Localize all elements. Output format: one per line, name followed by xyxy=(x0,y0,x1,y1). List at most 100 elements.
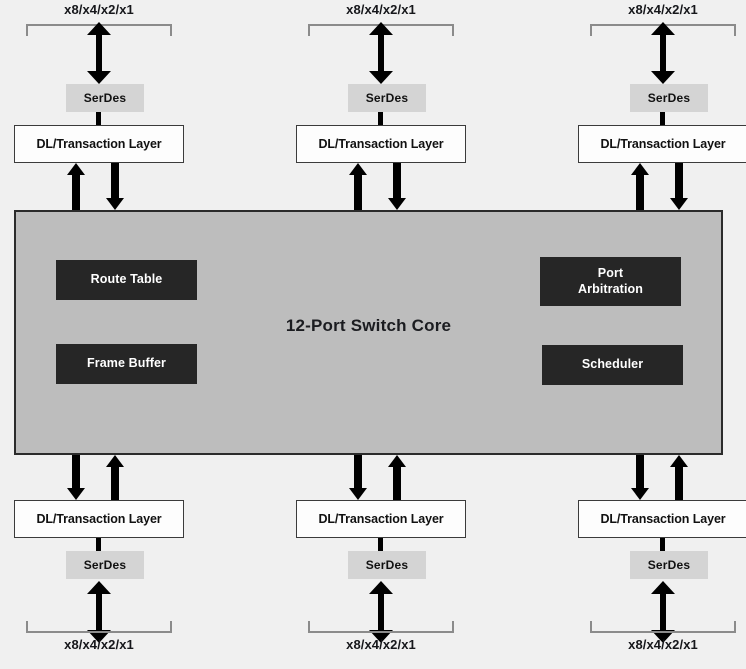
arrow-head xyxy=(67,488,85,500)
bracket-tick-right xyxy=(170,24,172,36)
bracket-rule xyxy=(308,631,454,633)
lane-width-label: x8/x4/x2/x1 xyxy=(346,2,416,17)
serdes-block: SerDes xyxy=(348,84,426,112)
dl-transaction-layer-block: DL/Transaction Layer xyxy=(296,125,466,163)
port-arbitration-block: Port Arbitration xyxy=(540,257,681,306)
arrow-head-up xyxy=(87,581,111,594)
bottom-port-2: DL/Transaction Layer SerDes x8/x4/x2/x1 xyxy=(296,455,466,669)
serdes-dl-connector xyxy=(96,112,101,125)
arrow-shaft xyxy=(378,32,384,74)
arrow-dl-to-core xyxy=(106,455,124,500)
bottom-port-3: DL/Transaction Layer SerDes x8/x4/x2/x1 xyxy=(578,455,746,669)
lane-bracket xyxy=(308,621,454,633)
serdes-block: SerDes xyxy=(66,551,144,579)
arrow-head-up xyxy=(369,22,393,35)
serdes-block: SerDes xyxy=(66,84,144,112)
arrow-head-down xyxy=(369,630,393,643)
top-port-2: x8/x4/x2/x1 SerDes DL/Transaction Layer xyxy=(296,0,466,210)
external-link-arrow xyxy=(87,581,111,643)
lane-width-label: x8/x4/x2/x1 xyxy=(64,2,134,17)
arrow-head-up xyxy=(369,581,393,594)
arrow-head-down xyxy=(651,630,675,643)
arrow-head xyxy=(670,198,688,210)
arrow-head xyxy=(349,488,367,500)
serdes-dl-connector xyxy=(378,538,383,551)
serdes-dl-connector xyxy=(660,538,665,551)
bracket-tick-left xyxy=(308,24,310,36)
dl-transaction-layer-block: DL/Transaction Layer xyxy=(578,125,746,163)
arrow-dl-to-core xyxy=(388,455,406,500)
dl-transaction-layer-block: DL/Transaction Layer xyxy=(14,500,184,538)
top-port-3: x8/x4/x2/x1 SerDes DL/Transaction Layer xyxy=(578,0,746,210)
arrow-shaft xyxy=(636,174,644,210)
arrow-head xyxy=(631,163,649,175)
arrow-head xyxy=(106,455,124,467)
bracket-tick-right xyxy=(734,24,736,36)
arrow-head xyxy=(67,163,85,175)
serdes-dl-connector xyxy=(660,112,665,125)
external-link-arrow xyxy=(87,22,111,84)
arrow-dl-to-core xyxy=(388,163,406,210)
port-arbitration-line-2: Arbitration xyxy=(578,281,643,296)
top-port-1: x8/x4/x2/x1 SerDes DL/Transaction Layer xyxy=(14,0,184,210)
arrow-shaft xyxy=(675,466,683,500)
bracket-tick-left xyxy=(308,621,310,633)
frame-buffer-block: Frame Buffer xyxy=(56,344,197,384)
scheduler-block: Scheduler xyxy=(542,345,683,385)
arrow-shaft xyxy=(111,466,119,500)
arrow-core-to-dl xyxy=(631,455,649,500)
lane-bracket xyxy=(26,621,172,633)
serdes-block: SerDes xyxy=(348,551,426,579)
lane-width-label: x8/x4/x2/x1 xyxy=(346,637,416,652)
dl-transaction-layer-block: DL/Transaction Layer xyxy=(578,500,746,538)
arrow-shaft xyxy=(111,163,119,199)
arrow-head xyxy=(388,198,406,210)
switch-core-title: 12-Port Switch Core xyxy=(285,316,452,335)
arrow-head-down xyxy=(87,71,111,84)
arrow-core-to-dl xyxy=(631,163,649,210)
arrow-shaft xyxy=(354,455,362,489)
arrow-shaft xyxy=(636,455,644,489)
bottom-port-1: DL/Transaction Layer SerDes x8/x4/x2/x1 xyxy=(14,455,184,669)
serdes-dl-connector xyxy=(96,538,101,551)
external-link-arrow xyxy=(369,581,393,643)
serdes-block: SerDes xyxy=(630,84,708,112)
bracket-tick-left xyxy=(26,24,28,36)
bracket-rule xyxy=(590,631,736,633)
bracket-tick-right xyxy=(734,621,736,633)
arrow-core-to-dl xyxy=(349,163,367,210)
bracket-tick-right xyxy=(452,621,454,633)
dl-transaction-layer-block: DL/Transaction Layer xyxy=(296,500,466,538)
lane-bracket xyxy=(590,621,736,633)
arrow-dl-to-core xyxy=(670,163,688,210)
bracket-tick-left xyxy=(590,24,592,36)
arrow-core-to-dl xyxy=(67,455,85,500)
lane-width-label: x8/x4/x2/x1 xyxy=(628,637,698,652)
arrow-shaft xyxy=(96,32,102,74)
arrow-head-down xyxy=(87,630,111,643)
switch-core-container: 12-Port Switch Core Route Table Frame Bu… xyxy=(14,210,723,455)
bracket-tick-right xyxy=(452,24,454,36)
arrow-shaft xyxy=(378,591,384,633)
arrow-head xyxy=(349,163,367,175)
arrow-head-up xyxy=(651,581,675,594)
port-arbitration-line-1: Port xyxy=(597,265,624,280)
bracket-tick-left xyxy=(590,621,592,633)
arrow-shaft xyxy=(354,174,362,210)
arrow-shaft xyxy=(660,591,666,633)
arrow-head xyxy=(106,198,124,210)
bracket-tick-right xyxy=(170,621,172,633)
arrow-head xyxy=(670,455,688,467)
serdes-block: SerDes xyxy=(630,551,708,579)
arrow-dl-to-core xyxy=(106,163,124,210)
bracket-rule xyxy=(26,631,172,633)
arrow-head-up xyxy=(651,22,675,35)
arrow-shaft xyxy=(660,32,666,74)
arrow-shaft xyxy=(393,466,401,500)
bracket-tick-left xyxy=(26,621,28,633)
arrow-head xyxy=(631,488,649,500)
arrow-dl-to-core xyxy=(670,455,688,500)
arrow-head-down xyxy=(651,71,675,84)
external-link-arrow xyxy=(651,581,675,643)
